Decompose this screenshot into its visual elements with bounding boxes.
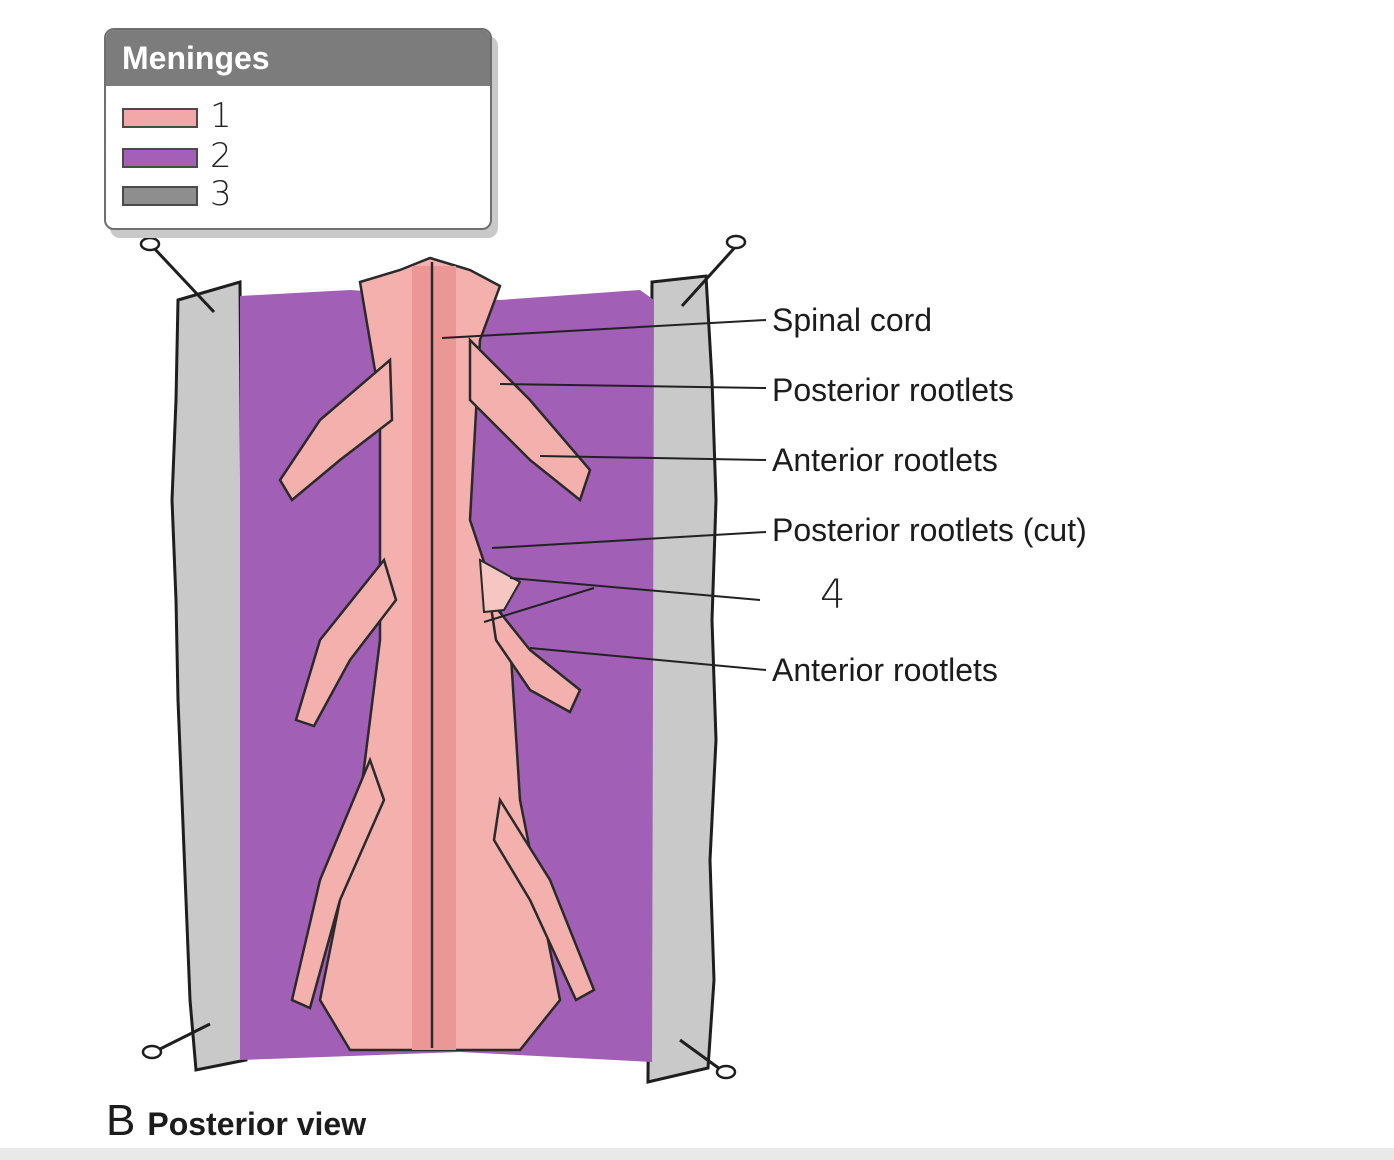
rootlet-left-lower — [290, 756, 386, 1010]
rootlet-left-upper — [278, 357, 394, 502]
legend-label-3: 3 — [210, 174, 232, 214]
label-anterior-rootlets-upper: Anterior rootlets — [772, 442, 998, 478]
bottom-divider — [0, 1148, 1394, 1160]
label-spinal-cord: Spinal cord — [772, 302, 933, 338]
legend-item-1: 1 — [122, 96, 462, 136]
leader-anterior-rootlets-upper — [539, 455, 767, 461]
label-anterior-rootlets-lower: Anterior rootlets — [772, 652, 998, 688]
legend-swatch-1 — [122, 108, 198, 128]
rootlet-right-lower — [492, 796, 596, 1002]
label-posterior-rootlets: Posterior rootlets — [772, 372, 1014, 408]
legend-label-1: 1 — [210, 96, 232, 136]
leader-4-b — [483, 587, 595, 623]
pin-top-right — [680, 234, 747, 308]
rootlet-right-upper — [468, 336, 592, 503]
cord-center-strip — [412, 266, 456, 1050]
rootlet-right-middle — [488, 595, 582, 714]
dura-mater-right — [646, 274, 718, 1084]
legend-swatch-3 — [122, 186, 198, 206]
label-posterior-rootlets-cut: Posterior rootlets (cut) — [772, 512, 1087, 548]
dura-mater-left — [170, 280, 248, 1072]
figure-caption: B Posterior view — [106, 1096, 366, 1146]
leader-spinal-cord — [441, 319, 767, 339]
legend-title: Meninges — [106, 30, 490, 86]
label-4: 4 — [820, 572, 846, 618]
legend-item-3: 3 — [122, 174, 462, 214]
pin-bottom-left — [141, 1022, 211, 1060]
denticulate-ligament — [478, 558, 522, 614]
pin-top-left — [139, 236, 216, 314]
meninges-legend: Meninges 1 2 3 — [104, 28, 492, 230]
leader-posterior-rootlets — [499, 383, 767, 389]
rootlet-left-middle — [294, 557, 398, 728]
legend-item-2: 2 — [122, 136, 462, 176]
leader-posterior-rootlets-cut — [491, 531, 767, 549]
pin-bottom-right — [679, 1038, 737, 1080]
leader-anterior-rootlets-lower — [529, 647, 767, 671]
caption-letter: B — [106, 1096, 136, 1145]
legend-label-2: 2 — [210, 136, 232, 176]
leader-4-a — [509, 577, 761, 601]
caption-view: Posterior view — [147, 1106, 367, 1142]
legend-swatch-2 — [122, 148, 198, 168]
